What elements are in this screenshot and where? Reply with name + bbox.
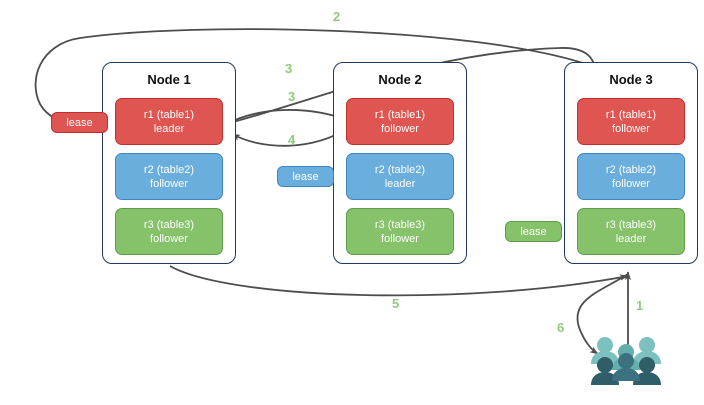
lease-badge-r3[interactable]: lease <box>505 221 562 242</box>
replica-name: r2 (table2) <box>143 163 195 176</box>
arrow-step-5 <box>169 265 629 297</box>
replica-name: r3 (table3) <box>374 218 426 231</box>
arrow-step-2 <box>34 28 587 126</box>
step-label-5: 5 <box>392 296 400 311</box>
node-title: Node 2 <box>378 72 422 87</box>
node-container-node-1[interactable]: Node 1 r1 (table1) leader r2 (table2) fo… <box>102 62 236 264</box>
node-title: Node 1 <box>147 72 191 87</box>
step-label-4: 4 <box>288 132 296 147</box>
replica-name: r1 (table1) <box>374 108 426 121</box>
replica-node-2-r3[interactable]: r3 (table3) follower <box>346 208 454 255</box>
replica-role: follower <box>150 232 188 245</box>
replica-node-1-r3[interactable]: r3 (table3) follower <box>115 208 223 255</box>
node-container-node-3[interactable]: Node 3 r1 (table1) follower r2 (table2) … <box>564 62 698 264</box>
people-group-icon <box>591 337 661 385</box>
replica-role: leader <box>153 122 185 135</box>
replica-node-1-r1[interactable]: r1 (table1) leader <box>115 98 223 145</box>
replica-node-2-r2[interactable]: r2 (table2) leader <box>346 153 454 200</box>
replica-role: follower <box>612 177 650 190</box>
arrow-step-6 <box>576 273 629 355</box>
replica-name: r3 (table3) <box>605 218 657 231</box>
replica-role: follower <box>150 177 188 190</box>
lease-badge-r2[interactable]: lease <box>277 166 334 187</box>
replica-name: r3 (table3) <box>143 218 195 231</box>
replica-node-1-r2[interactable]: r2 (table2) follower <box>115 153 223 200</box>
replica-name: r1 (table1) <box>605 108 657 121</box>
step-label-6: 6 <box>557 320 565 335</box>
replica-node-3-r2[interactable]: r2 (table2) follower <box>577 153 685 200</box>
lease-badge-r1[interactable]: lease <box>51 112 108 133</box>
step-label-1: 1 <box>636 298 644 313</box>
replica-role: follower <box>612 122 650 135</box>
step-label-2: 2 <box>333 9 341 24</box>
replica-role: follower <box>381 232 419 245</box>
replica-node-3-r3[interactable]: r3 (table3) leader <box>577 208 685 255</box>
replica-role: follower <box>381 122 419 135</box>
replica-node-2-r1[interactable]: r1 (table1) follower <box>346 98 454 145</box>
replica-name: r1 (table1) <box>143 108 195 121</box>
replica-role: leader <box>384 177 416 190</box>
node-container-node-2[interactable]: Node 2 r1 (table1) follower r2 (table2) … <box>333 62 467 264</box>
replica-name: r2 (table2) <box>374 163 426 176</box>
replica-node-3-r1[interactable]: r1 (table1) follower <box>577 98 685 145</box>
step-label-3b: 3 <box>288 89 296 104</box>
replica-role: leader <box>615 232 647 245</box>
node-title: Node 3 <box>609 72 653 87</box>
step-label-3a: 3 <box>285 61 293 76</box>
replica-name: r2 (table2) <box>605 163 657 176</box>
